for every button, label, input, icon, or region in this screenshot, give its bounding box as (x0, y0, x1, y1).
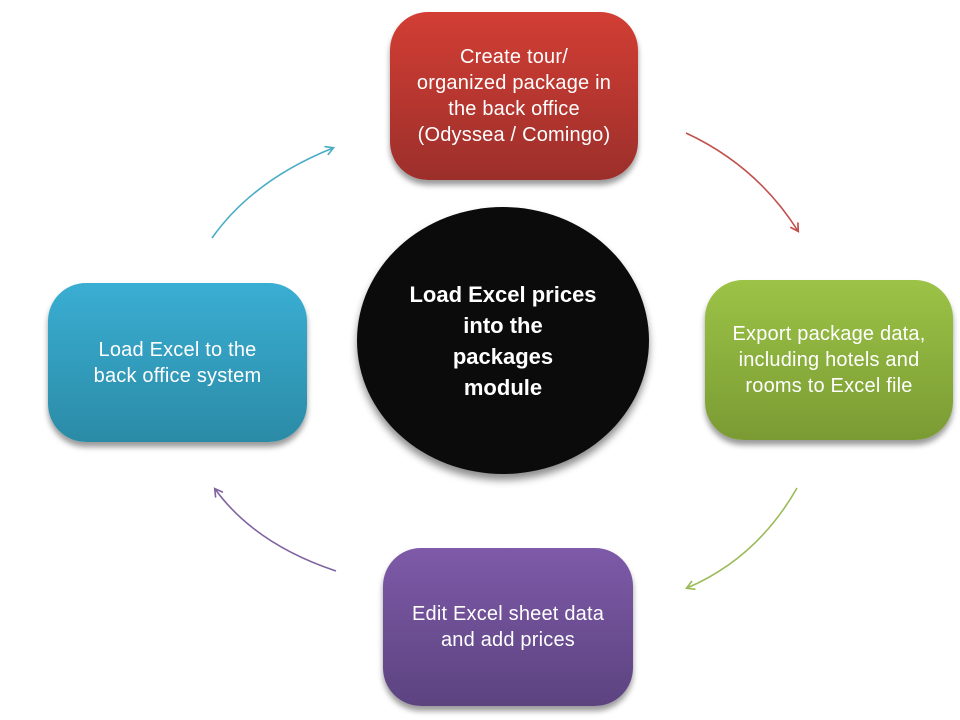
arrow-left-to-top (211, 145, 336, 239)
node-create-tour: Create tour/ organized package in the ba… (390, 12, 638, 180)
arrow-right-to-bottom (684, 487, 798, 590)
node-create-tour-label: Create tour/ organized package in the ba… (416, 46, 612, 146)
node-load-excel-label: Load Excel to the back office system (93, 338, 262, 387)
node-export-package: Export package data, including hotels an… (705, 280, 953, 440)
arrow-top-to-right (685, 132, 800, 233)
node-edit-excel-label: Edit Excel sheet data and add prices (411, 603, 605, 651)
arrow-bottom-to-left (213, 487, 337, 572)
center-goal-label: Load Excel prices into the packages modu… (409, 281, 597, 400)
node-edit-excel: Edit Excel sheet data and add prices (383, 548, 633, 706)
center-goal-ellipse: Load Excel prices into the packages modu… (357, 207, 649, 474)
node-load-excel: Load Excel to the back office system (48, 283, 307, 442)
node-export-package-label: Export package data, including hotels an… (732, 323, 926, 397)
